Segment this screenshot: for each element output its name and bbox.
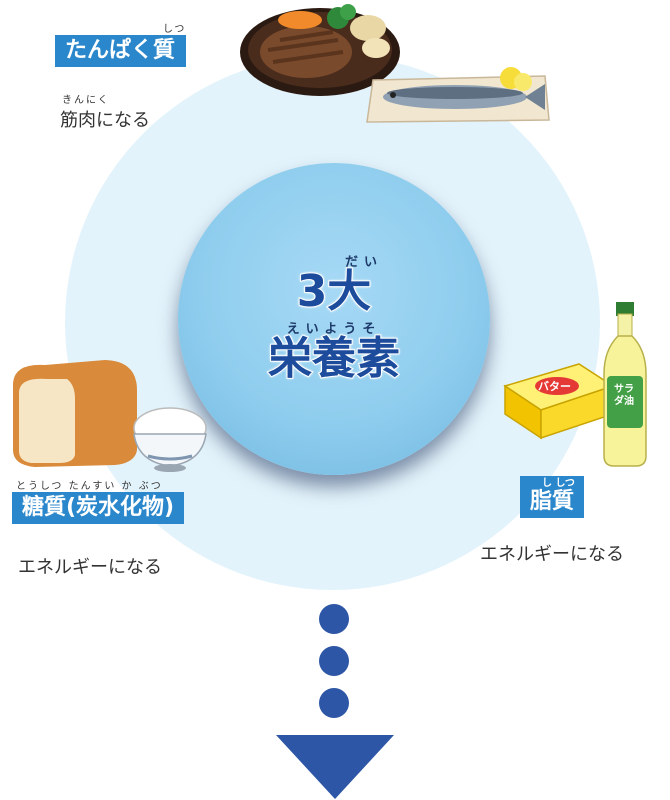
protein-desc: きんにく 筋肉になる: [60, 96, 150, 132]
oil-bottle-illustration: [603, 302, 647, 467]
flow-dot-3: [319, 688, 349, 718]
carb-label-box: 糖質(炭水化物): [12, 492, 185, 525]
carb-label: とうしつ たんすい か ぶつ 糖質(炭水化物): [12, 481, 185, 525]
protein-label: しつ たんぱく質: [55, 24, 187, 68]
protein-label-box: たんぱく質: [55, 35, 187, 68]
fat-desc: エネルギーになる: [480, 544, 624, 565]
fat-label-box: し しつ 脂質: [520, 476, 585, 519]
rice-bowl-illustration: [133, 407, 207, 472]
center-line-2: 栄養素: [267, 333, 401, 384]
protein-label-ruby: しつ: [163, 24, 187, 35]
oil-label: サラダ油: [614, 384, 634, 407]
flow-dot-1: [319, 604, 349, 634]
protein-desc-text: 筋肉になる: [60, 110, 150, 131]
fat-label-text: 脂質: [530, 489, 575, 514]
inner-circle: [178, 163, 490, 475]
fish-illustration: [366, 67, 550, 123]
flow-dot-2: [319, 646, 349, 676]
center-title: だい 3大 えいようそ 栄養素: [178, 163, 490, 475]
center-ruby-2: えいようそ: [286, 322, 382, 337]
fat-label: し しつ 脂質: [520, 476, 585, 519]
center-ruby-1: だい: [344, 254, 383, 270]
bread-illustration: [13, 360, 137, 467]
protein-desc-ruby: きんにく: [62, 95, 110, 106]
butter-illustration: [503, 363, 615, 440]
butter-label: バター: [538, 380, 571, 393]
center-line-1: 3大: [296, 265, 373, 317]
carb-label-ruby: とうしつ たんすい か ぶつ: [16, 481, 163, 492]
steak-plate-illustration: [240, 4, 400, 96]
fat-label-ruby: し しつ: [542, 478, 575, 489]
down-arrow-icon: [276, 735, 394, 799]
carb-desc: エネルギーになる: [18, 557, 162, 578]
